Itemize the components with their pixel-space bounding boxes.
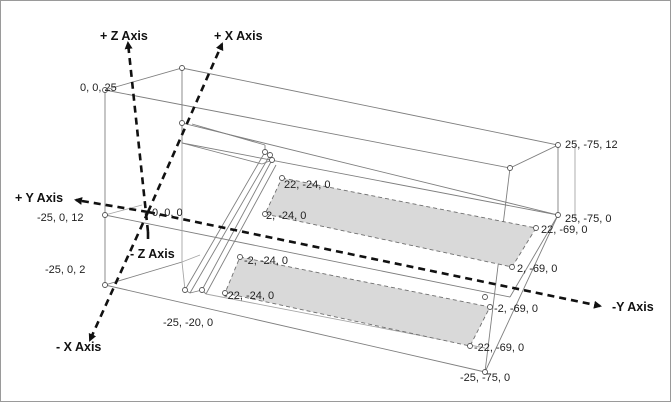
vertex-point [467,343,473,349]
vertex-point [182,287,188,293]
vertex-point [487,304,493,310]
plus-y-axis-line [74,197,149,214]
minus-x-axis-label: - X Axis [56,340,101,354]
box-edge [104,204,143,216]
vertex-point [267,152,273,158]
vertex-point [482,294,488,300]
coord-label: -25, -20, 0 [163,317,213,329]
box-edge [509,214,559,298]
vertex-point [237,254,243,260]
vertex-point [482,369,488,375]
vertex-point [102,87,108,93]
pad-lower [224,256,491,347]
box-edge [181,122,559,216]
plus-x-axis-label: + X Axis [214,29,263,43]
vertex-points [102,65,561,375]
vertex-point [222,290,228,296]
vertex-point [269,157,275,163]
plus-z-axis-line [124,41,150,233]
coord-label: 2, -24, 0 [266,210,306,222]
coord-label: 0, 0, 25 [80,82,117,94]
vertex-point [555,142,561,148]
vertex-point [199,287,205,293]
box-edge [104,214,511,298]
vertex-point [555,212,561,218]
rail-line [189,154,271,294]
coord-label: -2, -24, 0 [244,255,288,267]
vertex-point [507,165,513,171]
vertex-point [102,282,108,288]
axis-labels: + Z Axis + X Axis + Y Axis - Z Axis - X … [15,29,654,354]
vertex-point [279,175,285,181]
vertex-point [262,211,268,217]
minus-y-axis-label: -Y Axis [612,300,654,314]
rail-line [191,123,266,146]
rail-line [184,151,266,291]
plus-x-axis-line [146,42,224,213]
vertex-point [179,120,185,126]
rail-line [181,142,263,165]
coord-label: -2, -69, 0 [494,303,538,315]
coord-label: 0, 0, 0 [152,207,183,219]
rail-line [205,164,277,295]
rail-line [201,159,273,291]
minus-z-axis-label: - Z Axis [130,247,175,261]
coord-label: -22, -69, 0 [474,342,524,354]
rail-line [181,261,186,291]
coord-label: -25, 0, 2 [45,264,85,276]
coord-label: -22, -24, 0 [224,290,274,302]
coord-label: 25, -75, 12 [565,139,618,151]
coord-label: 22, -69, 0 [541,224,587,236]
outer-box-wireframe [104,67,576,373]
plus-z-axis-label: + Z Axis [100,29,148,43]
coord-label: 25, -75, 0 [565,213,611,225]
coord-label: 22, -24, 0 [284,179,330,191]
vertex-point [509,264,515,270]
coord-label: -25, 0, 12 [37,212,83,224]
vertex-point [533,225,539,231]
axes [74,41,602,342]
box-edge [104,284,486,373]
inner-rails [181,123,559,349]
box-edge [181,254,201,263]
vertex-point [262,149,268,155]
minus-y-axis-line [147,210,602,309]
coordinate-labels: 0, 0, 25 -25, 0, 12 0, 0, 0 -25, 0, 2 -2… [37,82,618,384]
coord-label: 2, -69, 0 [517,263,557,275]
box-edge [484,214,559,373]
vertex-point [179,65,185,71]
plus-y-axis-label: + Y Axis [15,191,63,205]
vertex-point [102,212,108,218]
coord-label: -25, -75, 0 [460,372,510,384]
